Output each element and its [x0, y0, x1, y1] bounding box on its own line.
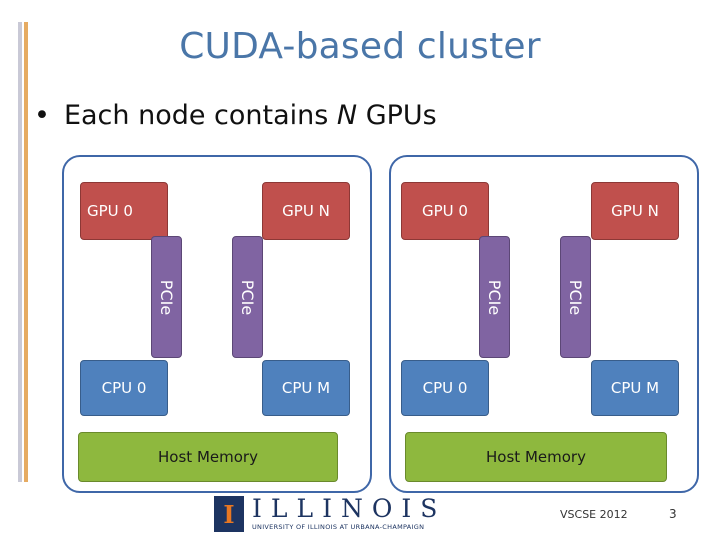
- node-2-pcie-2-label: PCIe: [566, 279, 586, 315]
- node-2-host-memory: Host Memory: [405, 432, 667, 482]
- node-1-pcie-1-label: PCIe: [157, 279, 177, 315]
- bullet-text-emphasis: N: [336, 100, 358, 131]
- bullet-text-suffix: GPUs: [357, 100, 437, 131]
- logo-subtitle: UNIVERSITY OF ILLINOIS AT URBANA-CHAMPAI…: [252, 523, 425, 531]
- node-2-pcie-2: PCIe: [560, 236, 591, 358]
- node-2-pcie-1: PCIe: [479, 236, 510, 358]
- node-2-gpu-n-label: GPU N: [611, 202, 659, 220]
- node-1-cpu-0-label: CPU 0: [101, 379, 147, 397]
- node-1-gpu-n-label: GPU N: [282, 202, 330, 220]
- page-number: 3: [669, 507, 677, 521]
- footer-text: VSCSE 2012: [560, 508, 628, 521]
- node-2-pcie-1-label: PCIe: [485, 279, 505, 315]
- illinois-logo: I ILLINOIS UNIVERSITY OF ILLINOIS AT URB…: [214, 494, 437, 534]
- slide-edge-bar-grey: [18, 22, 22, 482]
- node-1-gpu-0-label: GPU 0: [87, 202, 133, 220]
- node-1-cpu-m-label: CPU M: [281, 379, 331, 397]
- node-2-cpu-m: CPU M: [591, 360, 679, 416]
- node-1-host-memory: Host Memory: [78, 432, 338, 482]
- node-2-gpu-0: GPU 0: [401, 182, 489, 240]
- node-1-host-memory-label: Host Memory: [158, 448, 258, 466]
- node-2-host-memory-label: Host Memory: [486, 448, 586, 466]
- node-1-pcie-2-label: PCIe: [238, 279, 258, 315]
- bullet-point: • Each node contains N GPUs: [34, 100, 437, 131]
- node-1-pcie-2: PCIe: [232, 236, 263, 358]
- node-2-gpu-0-label: GPU 0: [422, 202, 468, 220]
- illinois-block-i-icon: I: [214, 496, 244, 532]
- node-1-cpu-0: CPU 0: [80, 360, 168, 416]
- node-1-gpu-0: GPU 0: [80, 182, 168, 240]
- logo-mark-letter: I: [223, 499, 235, 529]
- node-2-cpu-m-label: CPU M: [610, 379, 660, 397]
- slide-edge-bar-orange: [24, 22, 28, 482]
- slide-title: CUDA-based cluster: [179, 26, 541, 67]
- node-1-pcie-1: PCIe: [151, 236, 182, 358]
- bullet-symbol: •: [34, 100, 50, 131]
- node-2-cpu-0-label: CPU 0: [422, 379, 468, 397]
- node-1-gpu-n: GPU N: [262, 182, 350, 240]
- node-1-cpu-m: CPU M: [262, 360, 350, 416]
- node-2-gpu-n: GPU N: [591, 182, 679, 240]
- node-2-cpu-0: CPU 0: [401, 360, 489, 416]
- bullet-text-prefix: Each node contains: [63, 100, 337, 131]
- logo-wordmark: ILLINOIS: [252, 494, 447, 523]
